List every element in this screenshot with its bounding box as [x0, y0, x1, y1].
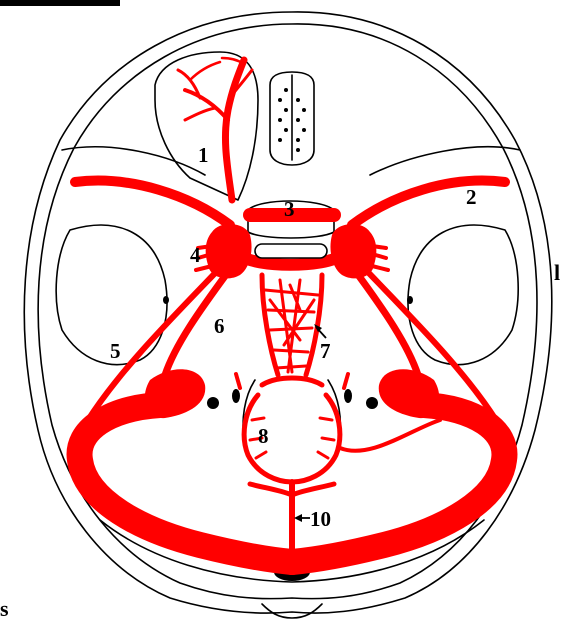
- edge-fragment-bottom-left: s: [0, 596, 9, 619]
- arrow-10: [294, 514, 310, 522]
- label-5: 5: [110, 339, 121, 363]
- label-1: 1: [198, 143, 209, 167]
- label-6: 6: [214, 314, 225, 338]
- label-8: 8: [258, 424, 269, 448]
- label-10: 10: [310, 507, 331, 531]
- label-3: 3: [284, 197, 295, 221]
- label-4: 4: [190, 243, 201, 267]
- label-2: 2: [466, 185, 477, 209]
- label-7: 7: [320, 339, 331, 363]
- basilar-plexus: [262, 275, 322, 375]
- cropped-header-text: [0, 0, 120, 6]
- edge-fragment-right: l: [554, 260, 560, 285]
